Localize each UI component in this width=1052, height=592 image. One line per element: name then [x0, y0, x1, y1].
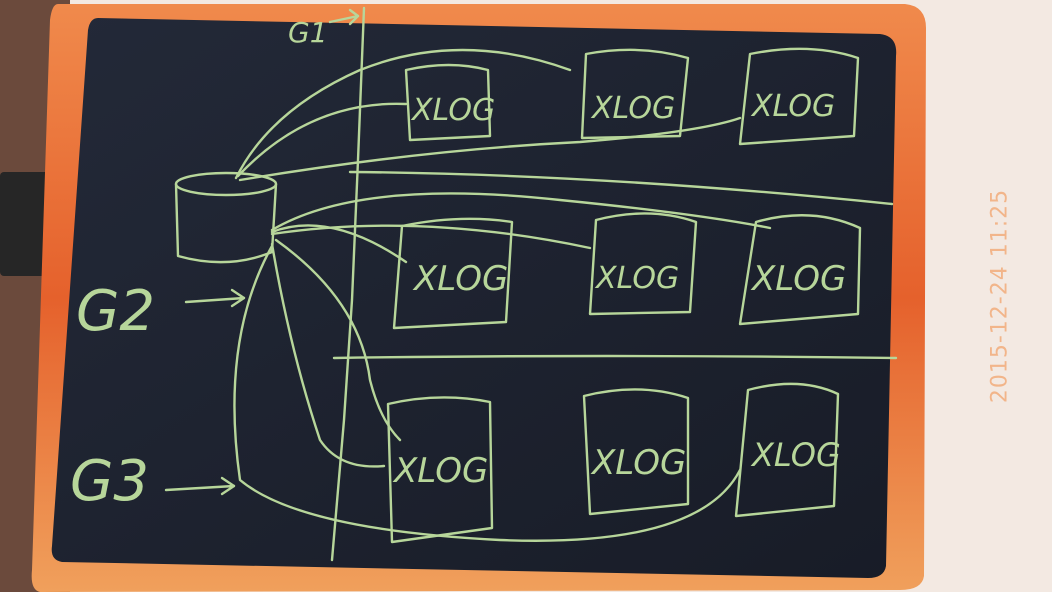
arrow-g1-icon — [328, 8, 360, 26]
xlog-box-r1c1 — [404, 63, 492, 142]
photo-timestamp: 2015-12-24 11:25 — [987, 188, 1013, 404]
xlog-box-r1c3 — [738, 47, 860, 146]
xlog-label-r2c3: XLOG — [750, 259, 846, 299]
xlog-label-r3c2: XLOG — [590, 443, 686, 483]
group-label-g3: G3 — [70, 449, 149, 514]
xlog-box-r3c2 — [582, 388, 690, 516]
xlog-box-r2c3 — [738, 214, 862, 326]
xlog-label-r1c1: XLOG — [410, 93, 495, 128]
hand-drawn-diagram — [164, 6, 898, 562]
xlog-label-r3c3: XLOG — [750, 436, 841, 474]
xlog-box-r2c2 — [588, 212, 698, 316]
board-screen — [51, 18, 897, 578]
clip — [0, 172, 50, 276]
xlog-box-r3c1 — [386, 396, 494, 544]
group-label-g2: G2 — [76, 279, 155, 344]
arrow-g3-icon — [164, 476, 236, 496]
xlog-box-r1c2 — [580, 48, 690, 140]
xlog-label-r2c1: XLOG — [412, 259, 508, 299]
group-label-g1: G1 — [288, 16, 328, 49]
xlog-label-r2c2: XLOG — [594, 261, 679, 296]
xlog-label-r1c2: XLOG — [590, 91, 675, 126]
xlog-label-r1c3: XLOG — [750, 89, 835, 124]
xlog-box-r2c1 — [392, 217, 514, 330]
arrow-g2-icon — [184, 288, 246, 308]
xlog-label-r3c1: XLOG — [392, 451, 488, 491]
xlog-box-r3c3 — [734, 382, 840, 518]
